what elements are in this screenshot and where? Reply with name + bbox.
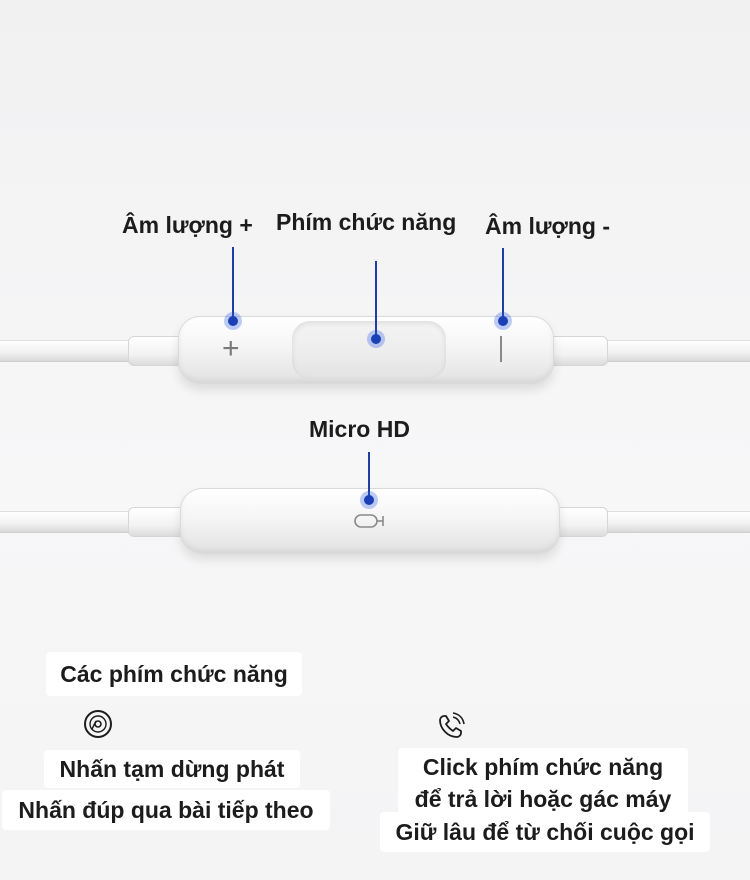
function-key-button — [292, 321, 446, 379]
plus-icon: + — [222, 332, 240, 365]
label-function-key: Phím chức năng — [276, 209, 457, 235]
call-answer-text: để trả lời hoặc gác máy — [398, 782, 688, 816]
leader-volume-up — [232, 247, 234, 321]
dot-volume-down — [498, 316, 508, 326]
cable-right-bottom — [596, 511, 750, 533]
call-reject-text: Giữ lâu để từ chối cuộc gọi — [380, 812, 710, 852]
cable-left-top — [0, 340, 140, 362]
label-micro-hd: Micro HD — [309, 416, 410, 442]
dot-micro-hd — [364, 495, 374, 505]
microphone-icon — [354, 514, 384, 528]
dot-volume-up — [228, 316, 238, 326]
music-play-pause-text: Nhấn tạm dừng phát — [44, 750, 300, 788]
cable-collar-right-top — [548, 336, 608, 366]
music-next-track-text: Nhấn đúp qua bài tiếp theo — [2, 790, 330, 830]
minus-icon — [500, 336, 502, 362]
cable-left-bottom — [0, 511, 140, 533]
leader-volume-down — [502, 248, 504, 320]
leader-function-key — [375, 261, 377, 337]
label-volume-down: Âm lượng - — [485, 213, 610, 239]
call-click-text: Click phím chức năng — [398, 748, 688, 786]
phone-call-icon — [439, 712, 465, 738]
label-volume-up: Âm lượng + — [122, 212, 253, 238]
leader-micro-hd — [368, 452, 370, 498]
cable-collar-left-bottom — [128, 507, 188, 537]
music-disc-icon — [84, 710, 112, 738]
cable-right-top — [596, 340, 750, 362]
dot-function-key — [371, 334, 381, 344]
functions-heading: Các phím chức năng — [46, 652, 302, 696]
